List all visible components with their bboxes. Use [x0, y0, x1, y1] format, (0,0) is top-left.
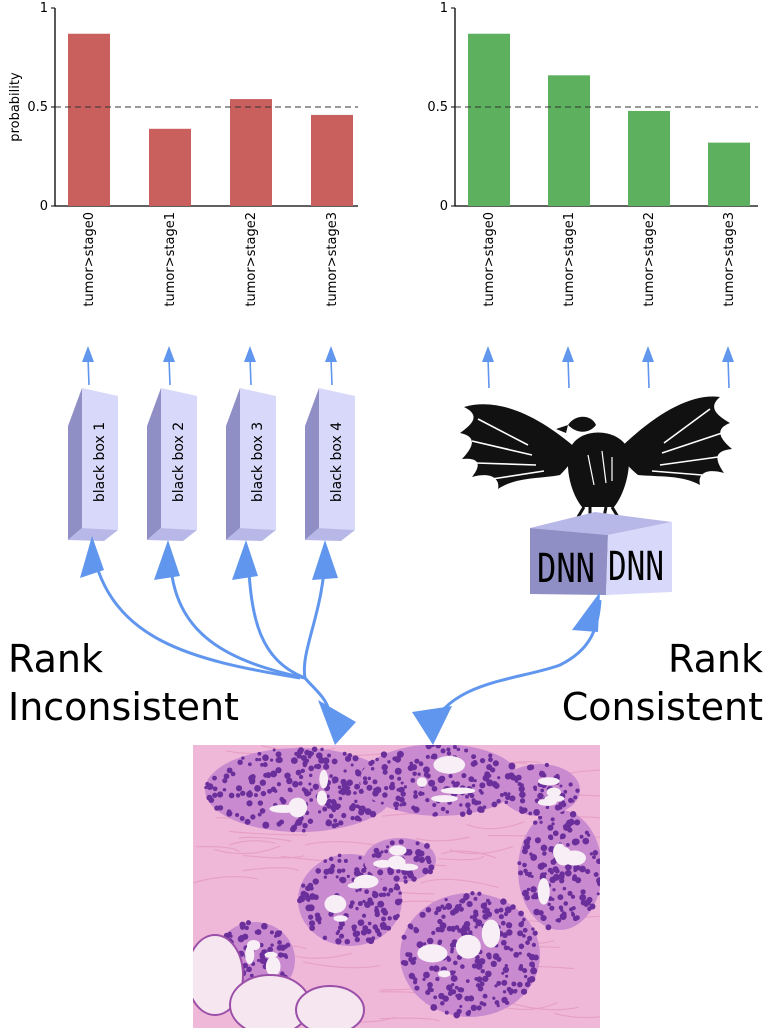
black-box-label: black box 1 — [92, 422, 108, 502]
bar — [68, 33, 110, 206]
y-tick-label: 0 — [40, 199, 48, 214]
output-arrow-line — [87, 357, 90, 386]
output-arrowhead — [163, 346, 175, 362]
rank-inconsistent-label-1: Rank — [8, 637, 103, 681]
category-label: tumor>stage2 — [642, 212, 657, 307]
category-label: tumor>stage3 — [325, 212, 340, 307]
rank-inconsistent-label-2: Inconsistent — [8, 685, 239, 729]
black-box: black box 3 — [226, 388, 276, 541]
dnn-label-right: DNN — [608, 544, 664, 590]
output-arrow-line — [727, 357, 730, 389]
histology-image — [193, 745, 600, 1028]
output-arrow-line — [330, 357, 333, 386]
left-chart: 0 0.5 1 probability tumor>stage0 tumor>stage1… — [8, 1, 358, 307]
y-axis-label: probability — [8, 72, 23, 142]
eagle-icon — [460, 396, 732, 518]
bar — [628, 110, 670, 206]
category-label: tumor>stage0 — [82, 212, 97, 307]
output-arrow-line — [249, 357, 252, 386]
rank-consistent-label-1: Rank — [668, 637, 763, 681]
category-label: tumor>stage2 — [244, 212, 259, 307]
category-label: tumor>stage1 — [562, 212, 577, 307]
bar — [149, 128, 191, 206]
output-arrowhead — [244, 346, 256, 362]
bar — [548, 75, 590, 206]
dnn-box: DNN DNN — [530, 512, 672, 595]
category-label: tumor>stage3 — [722, 212, 737, 307]
rank-consistent-label-2: Consistent — [561, 685, 763, 729]
y-tick-label: 0 — [440, 199, 448, 214]
y-tick-label: 1 — [440, 1, 448, 16]
y-tick-label: 0.5 — [427, 100, 448, 115]
black-boxes: black box 1 black box 2 black box 3 black b… — [68, 388, 355, 541]
category-label: tumor>stage1 — [163, 212, 178, 307]
output-arrow-line — [487, 357, 490, 389]
output-arrowhead — [82, 346, 94, 362]
dnn-label-left: DNN — [537, 546, 595, 592]
arrowheads — [80, 536, 600, 745]
bar — [468, 33, 510, 206]
output-arrow-line — [567, 357, 570, 389]
black-box: black box 1 — [68, 388, 118, 541]
bar — [311, 114, 353, 206]
output-arrow-line — [168, 357, 171, 386]
bar — [708, 142, 750, 206]
output-arrowhead — [562, 346, 574, 362]
output-arrowhead — [722, 346, 734, 362]
black-box-label: black box 3 — [250, 422, 266, 502]
output-arrowhead — [325, 346, 337, 362]
black-box: black box 4 — [305, 388, 355, 541]
output-arrow-line — [647, 357, 650, 389]
output-arrowhead — [482, 346, 494, 362]
bar — [230, 99, 272, 206]
output-arrowhead — [642, 346, 654, 362]
output-arrows — [82, 346, 734, 389]
black-box-label: black box 4 — [329, 422, 345, 502]
right-chart: 0 0.5 1 tumor>stage0 tumor>stage1 tumor>stage… — [427, 1, 758, 307]
category-label: tumor>stage0 — [482, 212, 497, 307]
black-box: black box 2 — [147, 388, 197, 541]
y-tick-label: 0.5 — [27, 100, 48, 115]
y-tick-label: 1 — [40, 1, 48, 16]
black-box-label: black box 2 — [171, 422, 187, 502]
